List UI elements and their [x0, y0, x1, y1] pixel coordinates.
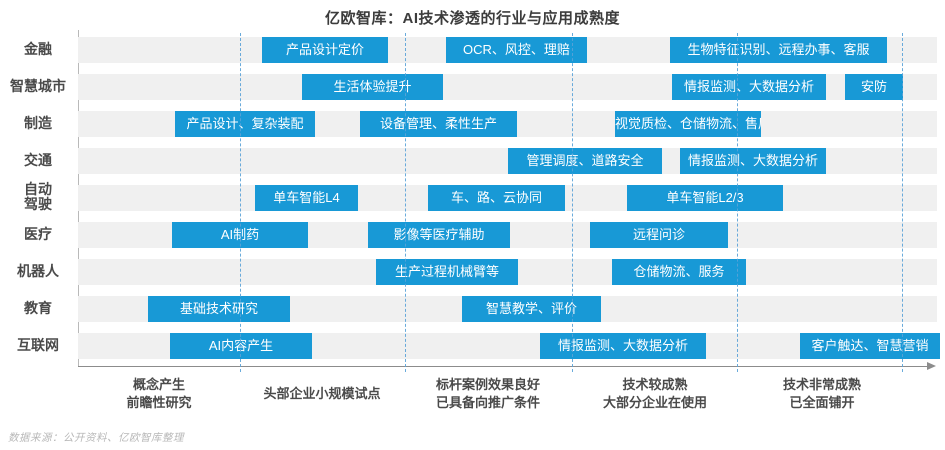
stage-label: 头部企业小规模试点	[263, 386, 381, 401]
application-box: 视觉质检、仓储物流、售后	[615, 111, 761, 137]
stage-label: 技术非常成熟 已全面铺开	[782, 377, 861, 410]
stage-boundary-dashline	[737, 33, 738, 372]
application-box: 单车智能L4	[255, 185, 358, 211]
industry-label: 智慧城市	[10, 77, 66, 94]
industry-label: 交通	[24, 151, 52, 168]
application-box: 管理调度、道路安全	[508, 148, 662, 174]
application-box: 产品设计、复杂装配	[175, 111, 315, 137]
application-box: 单车智能L2/3	[627, 185, 783, 211]
industry-label: 医疗	[24, 225, 52, 242]
industry-label: 金融	[24, 40, 52, 57]
application-box: AI内容产生	[170, 333, 312, 359]
application-box: 影像等医疗辅助	[368, 222, 510, 248]
stage-boundary-dashline	[902, 33, 903, 372]
x-axis-line	[78, 366, 929, 367]
application-box: 情报监测、大数据分析	[680, 148, 826, 174]
industry-label: 互联网	[17, 336, 59, 353]
application-box: 设备管理、柔性生产	[360, 111, 517, 137]
application-box: 仓储物流、服务	[612, 259, 746, 285]
industry-label: 制造	[24, 114, 52, 131]
stage-boundary-dashline	[240, 33, 241, 372]
stage-boundary-dashline	[572, 33, 573, 372]
application-box: 生物特征识别、远程办事、客服	[670, 37, 887, 63]
application-box: OCR、风控、理赔	[446, 37, 587, 63]
application-box: 产品设计定价	[262, 37, 388, 63]
x-axis-arrow-icon	[927, 362, 936, 370]
application-box: 情报监测、大数据分析	[540, 333, 706, 359]
application-box: 情报监测、大数据分析	[672, 74, 826, 100]
application-box: 车、路、云协同	[428, 185, 565, 211]
stage-label: 标杆案例效果良好 已具备向推广条件	[435, 377, 540, 410]
industry-label: 机器人	[17, 262, 59, 279]
application-box: 远程问诊	[590, 222, 728, 248]
chart-title: 亿欧智库：AI技术渗透的行业与应用成熟度	[324, 10, 620, 27]
application-box: 安防	[845, 74, 903, 100]
application-box: 客户触达、智慧营销	[800, 333, 940, 359]
application-box: 智慧教学、评价	[462, 296, 601, 322]
industry-label: 自动 驾驶	[24, 181, 52, 212]
industry-label: 教育	[24, 299, 52, 316]
application-box: 基础技术研究	[148, 296, 290, 322]
stage-label: 技术较成熟 大部分企业在使用	[602, 377, 707, 410]
application-box: 生活体验提升	[302, 74, 443, 100]
source-note: 数据来源：公开资料、亿欧智库整理	[8, 432, 184, 444]
stage-label: 概念产生 前瞻性研究	[126, 377, 192, 410]
application-box: 生产过程机械臂等	[376, 259, 518, 285]
stage-boundary-dashline	[405, 33, 406, 372]
